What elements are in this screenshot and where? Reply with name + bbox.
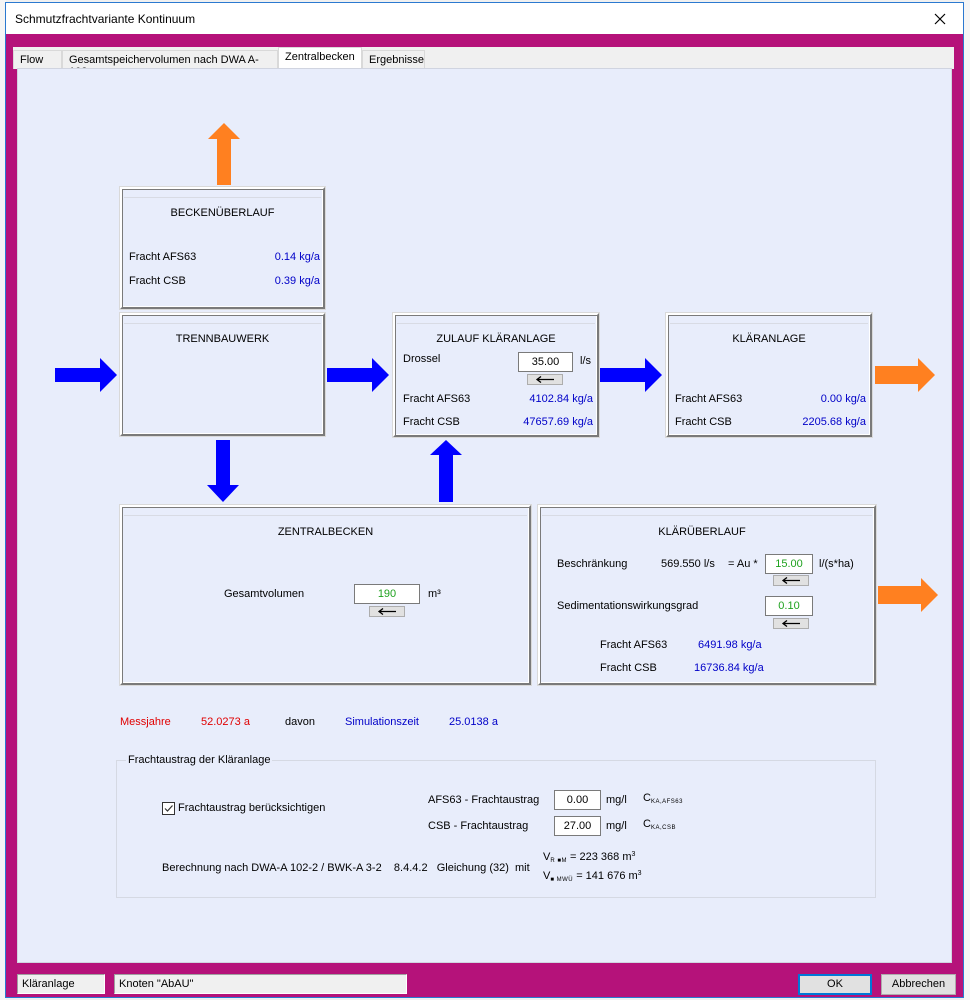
- tab-strip: Flow Gesamtspeichervolumen nach DWA A-10…: [13, 47, 954, 78]
- status-field-node: Knoten "AbAU": [114, 974, 407, 994]
- afs63-value: 4102.84 kg/a: [529, 393, 593, 405]
- afs63-frachtaustrag-label: AFS63 - Frachtaustrag: [428, 794, 540, 806]
- overflow-arrow-right-icon: [878, 578, 938, 612]
- beschraenkung-unit: l/(s*ha): [819, 558, 854, 570]
- overflow-arrow-up-icon: [208, 123, 240, 185]
- zentralbecken-title: ZENTRALBECKEN: [277, 526, 374, 538]
- frachtaustrag-group-title: Frachtaustrag der Kläranlage: [126, 754, 273, 766]
- drossel-apply-button[interactable]: [527, 374, 563, 385]
- beschraenkung-equation: = Au *: [728, 558, 758, 570]
- afs63-value: 0.14 kg/a: [274, 251, 320, 263]
- drossel-unit: l/s: [580, 355, 591, 367]
- ok-button[interactable]: OK: [798, 974, 872, 995]
- csb-label: Fracht CSB: [403, 416, 460, 428]
- csb-frachtaustrag-label: CSB - Frachtaustrag: [428, 820, 529, 832]
- tab-gesamtspeichervolumen[interactable]: Gesamtspeichervolumen nach DWA A-102: [62, 50, 278, 78]
- csb-frachtaustrag-input[interactable]: [554, 816, 601, 836]
- klaerueberlauf-title: KLÄRÜBERLAUF: [658, 526, 746, 538]
- csb-label: Fracht CSB: [129, 275, 186, 287]
- title-bar: Schmutzfrachtvariante Kontinuum: [6, 3, 963, 34]
- csb-frachtaustrag-unit: mg/l: [606, 820, 627, 832]
- afs63-value: 0.00 kg/a: [820, 393, 866, 405]
- tab-ergebnisse[interactable]: Ergebnisse: [362, 50, 425, 69]
- arrow-left-icon: [781, 620, 800, 627]
- tab-flow[interactable]: Flow: [13, 50, 62, 69]
- beschraenkung-input[interactable]: [765, 554, 813, 574]
- gesamtvolumen-label: Gesamtvolumen: [224, 588, 305, 600]
- zulauf-klaeranlage-box: ZULAUF KLÄRANLAGE Drossel l/s Fracht AFS…: [393, 313, 599, 437]
- sedimentation-apply-button[interactable]: [773, 618, 809, 629]
- tab-zentralbecken[interactable]: Zentralbecken: [278, 47, 362, 69]
- inflow-arrow-right-icon: [55, 358, 117, 392]
- afs63-label: Fracht AFS63: [675, 393, 743, 405]
- sedimentation-input[interactable]: [765, 596, 813, 616]
- v-mwu-formula: V■ MWÜ = 141 676 m3: [543, 870, 642, 883]
- frachtaustrag-checkbox-label[interactable]: Frachtaustrag berücksichtigen: [178, 802, 326, 814]
- davon-label: davon: [285, 716, 315, 728]
- window-title: Schmutzfrachtvariante Kontinuum: [15, 12, 196, 26]
- beckenueberlauf-box: BECKENÜBERLAUF Fracht AFS63 0.14 kg/a Fr…: [120, 187, 325, 309]
- arrow-left-icon: [535, 376, 554, 383]
- klaeranlage-box: KLÄRANLAGE Fracht AFS63 0.00 kg/a Fracht…: [666, 313, 872, 437]
- zulauf-title: ZULAUF KLÄRANLAGE: [436, 333, 556, 345]
- beschraenkung-label: Beschränkung: [557, 558, 628, 570]
- arrow-left-icon: [377, 608, 396, 615]
- klaeranlage-title: KLÄRANLAGE: [732, 333, 806, 345]
- drossel-label: Drossel: [403, 353, 441, 365]
- afs63-label: Fracht AFS63: [600, 639, 668, 651]
- trennbauwerk-box: TRENNBAUWERK: [120, 313, 325, 436]
- afs63-label: Fracht AFS63: [403, 393, 471, 405]
- beschraenkung-flow: 569.550 l/s: [661, 558, 715, 570]
- messjahre-value: 52.0273 a: [201, 716, 250, 728]
- beschraenkung-apply-button[interactable]: [773, 575, 809, 586]
- close-icon: [934, 13, 946, 24]
- afs63-value: 6491.98 kg/a: [698, 639, 762, 651]
- simulationszeit-value: 25.0138 a: [449, 716, 498, 728]
- flow-arrow-up-icon: [430, 440, 462, 502]
- csb-label: Fracht CSB: [600, 662, 657, 674]
- zentralbecken-box: ZENTRALBECKEN Gesamtvolumen m³: [120, 505, 531, 685]
- outflow-arrow-right-icon: [875, 358, 935, 392]
- csb-value: 0.39 kg/a: [274, 275, 320, 287]
- flow-arrow-down-icon: [207, 440, 239, 502]
- messjahre-label: Messjahre: [120, 716, 171, 728]
- gesamtvolumen-input[interactable]: [354, 584, 420, 604]
- cancel-button[interactable]: Abbrechen: [881, 974, 956, 995]
- frachtaustrag-group: [116, 760, 876, 898]
- afs63-frachtaustrag-unit: mg/l: [606, 794, 627, 806]
- csb-label: Fracht CSB: [675, 416, 732, 428]
- gesamtvolumen-apply-button[interactable]: [369, 606, 405, 617]
- drossel-input[interactable]: [518, 352, 573, 372]
- flow-arrow-right-icon: [327, 358, 389, 392]
- csb-value: 47657.69 kg/a: [523, 416, 593, 428]
- v-rem-formula: VR ■M = 223 368 m3: [543, 851, 636, 864]
- status-field-type: Kläranlage: [17, 974, 105, 994]
- checkmark-icon: [164, 805, 173, 812]
- afs63-label: Fracht AFS63: [129, 251, 197, 263]
- close-button[interactable]: [917, 3, 963, 34]
- sedimentation-label: Sedimentationswirkungsgrad: [557, 600, 699, 612]
- gesamtvolumen-unit: m³: [428, 588, 441, 600]
- csb-value: 16736.84 kg/a: [694, 662, 764, 674]
- trennbauwerk-title: TRENNBAUWERK: [175, 333, 270, 345]
- csb-symbol: CKA,CSB: [643, 818, 676, 831]
- klaerueberlauf-box: KLÄRÜBERLAUF Beschränkung 569.550 l/s = …: [538, 505, 876, 685]
- frachtaustrag-checkbox[interactable]: [162, 802, 175, 815]
- background-app-left: [0, 0, 6, 1000]
- berechnung-text: Berechnung nach DWA-A 102-2 / BWK-A 3-2 …: [162, 862, 530, 874]
- afs63-frachtaustrag-input[interactable]: [554, 790, 601, 810]
- beckenueberlauf-title: BECKENÜBERLAUF: [170, 207, 275, 219]
- simulationszeit-label: Simulationszeit: [345, 716, 419, 728]
- csb-value: 2205.68 kg/a: [802, 416, 866, 428]
- arrow-left-icon: [781, 577, 800, 584]
- afs63-symbol: CKA,AFS63: [643, 792, 683, 805]
- flow-arrow-right-icon: [600, 358, 662, 392]
- background-app-right: [964, 0, 970, 1000]
